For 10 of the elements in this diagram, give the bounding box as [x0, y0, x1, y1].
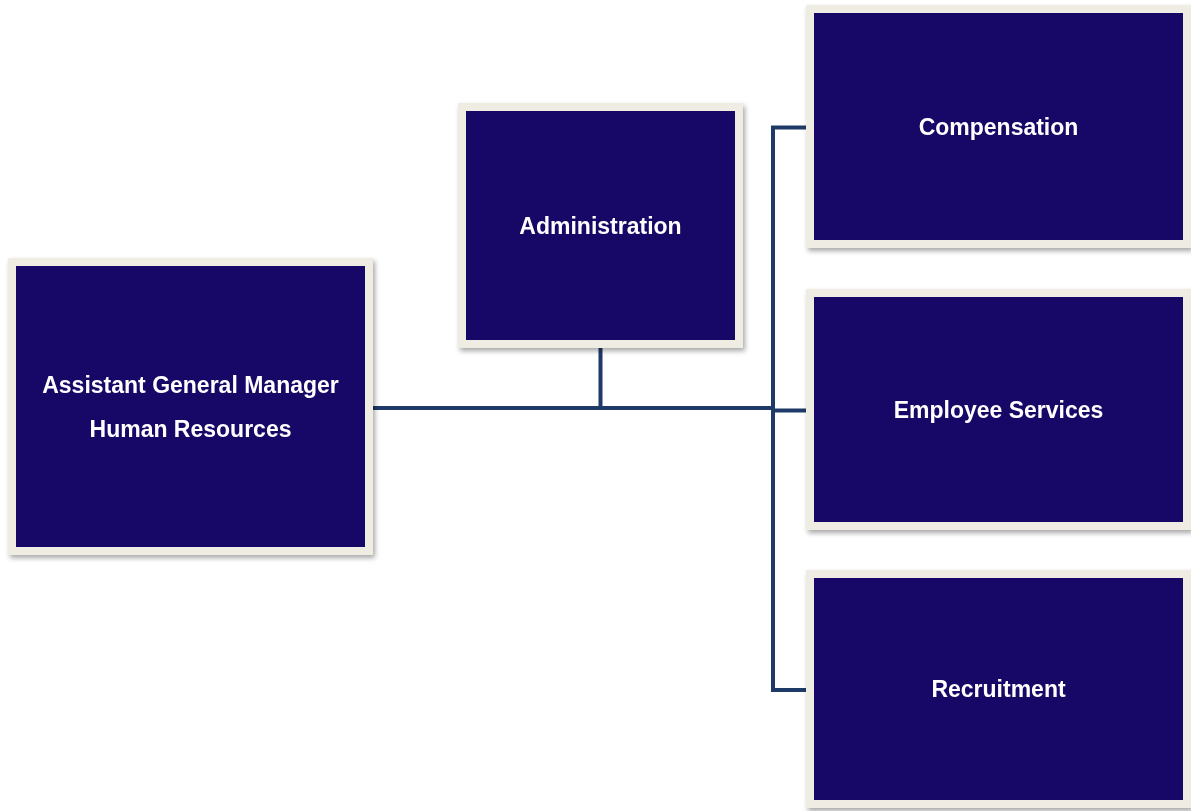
- box-label: Assistant General Manager Human Resources: [41, 370, 340, 444]
- org-box: [806, 5, 1191, 248]
- box-label: Compensation: [918, 112, 1079, 142]
- org-box: [8, 258, 373, 555]
- box-label: Recruitment: [931, 675, 1066, 704]
- box-label: Employee Services: [893, 395, 1104, 425]
- org-box: [806, 289, 1191, 530]
- box-label: Administration: [519, 211, 682, 241]
- org-box: [806, 570, 1191, 808]
- org-box: [458, 103, 743, 348]
